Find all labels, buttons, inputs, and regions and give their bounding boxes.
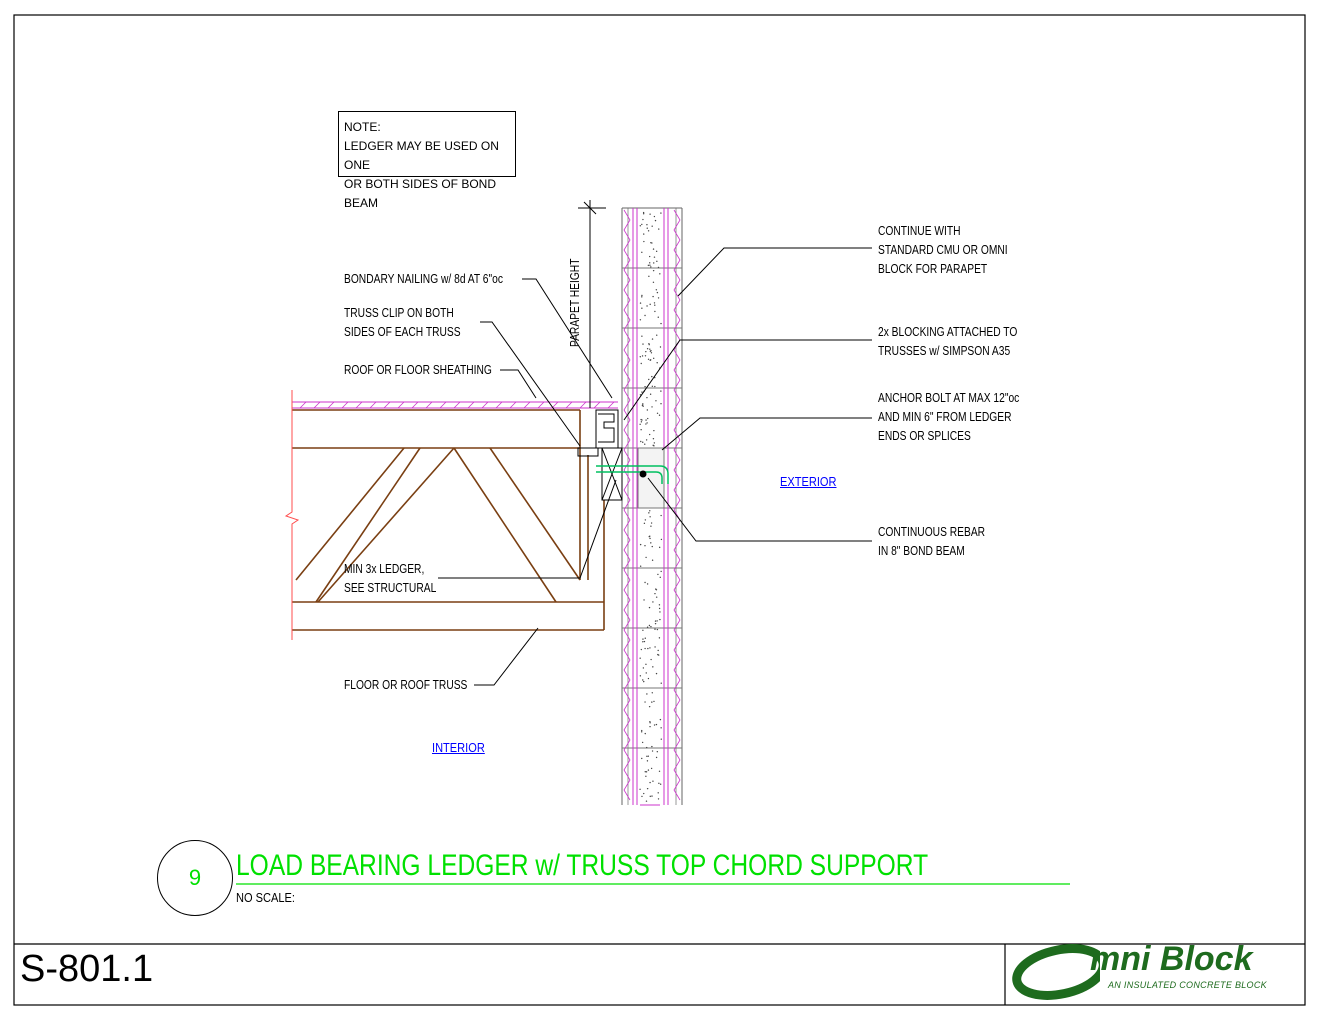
sheet-border (13, 14, 1306, 1006)
scale-note: NO SCALE: (236, 890, 295, 905)
note-line: OR BOTH SIDES OF BOND BEAM (344, 177, 497, 210)
parapet-dimension (578, 200, 606, 408)
label-blocking: TRUSSES w/ SIMPSON A35 (878, 344, 1011, 358)
bond-beam (637, 447, 665, 509)
truss (292, 409, 605, 631)
label-parapet-height: PARAPET HEIGHT (568, 258, 582, 347)
logo-name: mni Block (1090, 940, 1253, 978)
break-line (284, 390, 300, 640)
label-ledger: MIN 3x LEDGER, (344, 562, 425, 576)
sheet-number: S-801.1 (20, 948, 154, 990)
rebar (639, 470, 647, 478)
detail-number: 9 (157, 840, 233, 916)
label-anchor-bolt: ANCHOR BOLT AT MAX 12"oc (878, 391, 1020, 405)
note-line: LEDGER MAY BE USED ON ONE (344, 139, 499, 172)
detail-title: LOAD BEARING LEDGER w/ TRUSS TOP CHORD S… (236, 849, 929, 882)
label-continue: BLOCK FOR PARAPET (878, 262, 988, 276)
logo-o-icon (1012, 944, 1100, 1000)
label-continue: STANDARD CMU OR OMNI (878, 243, 1008, 257)
label-sheathing: ROOF OR FLOOR SHEATHING (344, 363, 492, 377)
note-line: NOTE: (344, 120, 381, 134)
label-truss-clip: SIDES OF EACH TRUSS (344, 325, 461, 339)
label-boundary-nailing: BONDARY NAILING w/ 8d AT 6"oc (344, 272, 503, 286)
label-anchor-bolt: ENDS OR SPLICES (878, 429, 971, 443)
label-rebar: CONTINUOUS REBAR (878, 525, 986, 539)
label-truss-clip: TRUSS CLIP ON BOTH (344, 306, 454, 320)
logo-tagline: AN INSULATED CONCRETE BLOCK (1108, 980, 1267, 990)
label-truss: FLOOR OR ROOF TRUSS (344, 678, 468, 692)
label-continue: CONTINUE WITH (878, 224, 961, 238)
truss-clip (598, 413, 615, 443)
exterior-link[interactable]: EXTERIOR (780, 474, 837, 489)
leaders (438, 247, 872, 686)
blocking (595, 409, 619, 449)
ledger-note: NOTE: LEDGER MAY BE USED ON ONE OR BOTH … (338, 111, 516, 210)
label-rebar: IN 8" BOND BEAM (878, 544, 965, 558)
anchor-bolt (596, 465, 669, 484)
label-blocking: 2x BLOCKING ATTACHED TO (878, 325, 1018, 339)
interior-link[interactable]: INTERIOR (432, 740, 485, 755)
label-ledger: SEE STRUCTURAL (344, 581, 437, 595)
sheathing (292, 401, 618, 409)
label-anchor-bolt: AND MIN 6" FROM LEDGER (878, 410, 1012, 424)
